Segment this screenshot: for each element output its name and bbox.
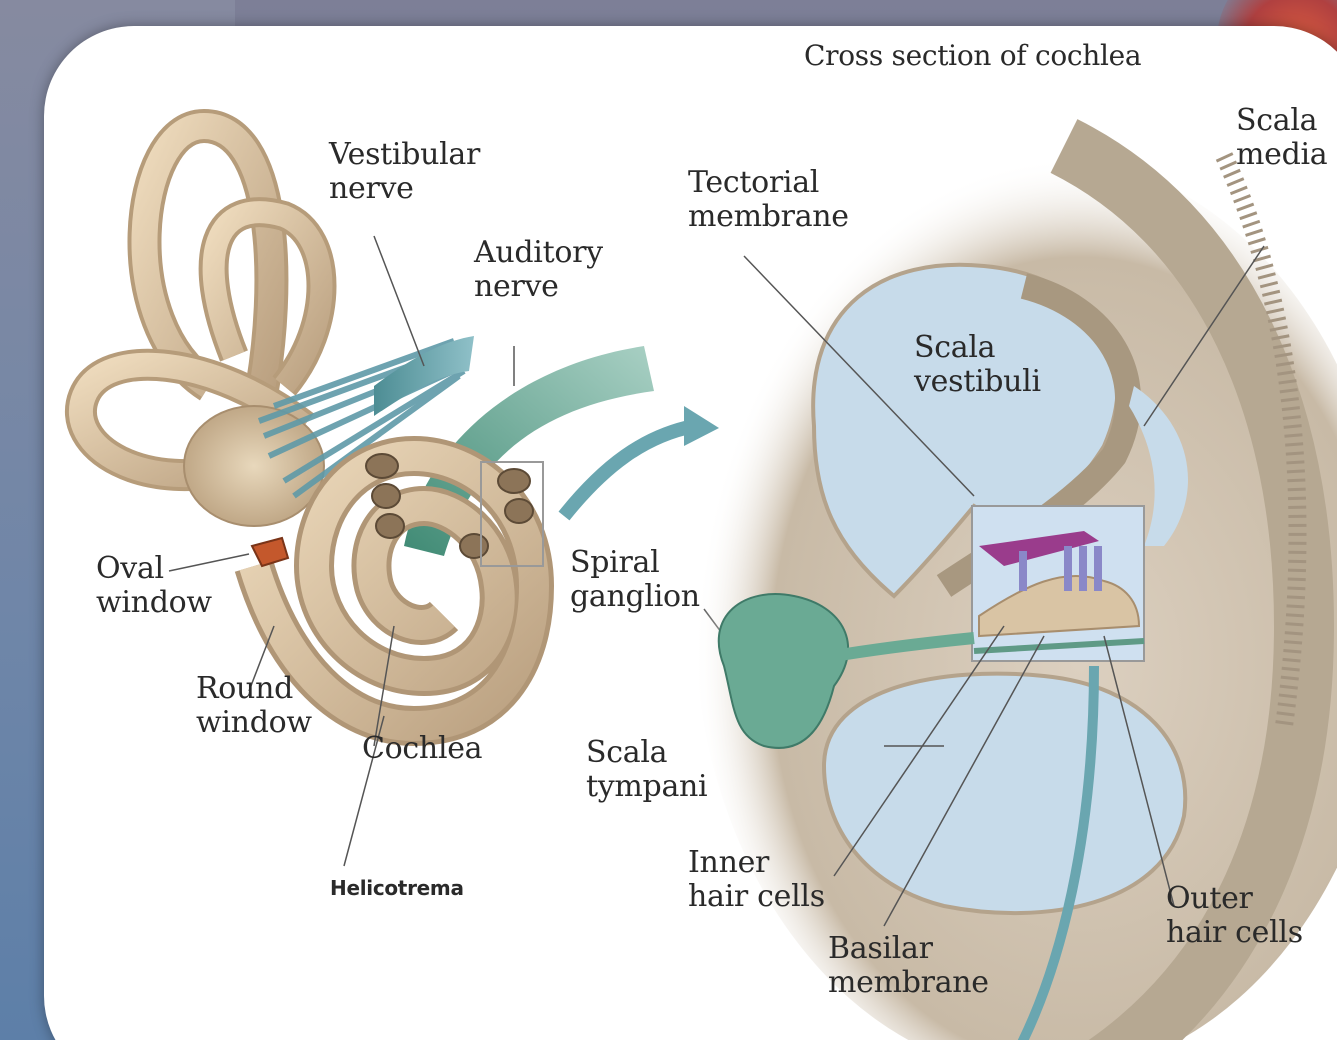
label-vestibular-nerve: Vestibular nerve — [329, 138, 480, 206]
label-basilar-membrane: Basilar membrane — [828, 932, 989, 1000]
label-helicotrema: Helicotrema — [330, 876, 464, 900]
diagram-card: Cross section of cochlea Vestibular nerv… — [44, 26, 1337, 1040]
label-inner-hair-cells: Inner hair cells — [688, 846, 825, 914]
label-scala-vestibuli: Scala vestibuli — [914, 331, 1041, 399]
label-cochlea: Cochlea — [362, 732, 482, 766]
diagram-title: Cross section of cochlea — [804, 40, 1141, 72]
label-outer-hair-cells: Outer hair cells — [1166, 882, 1303, 950]
label-tectorial-membrane: Tectorial membrane — [688, 166, 849, 234]
label-oval-window: Oval window — [96, 552, 212, 620]
label-auditory-nerve: Auditory nerve — [474, 236, 603, 304]
label-scala-media: Scala media — [1236, 104, 1327, 172]
label-spiral-ganglion: Spiral ganglion — [570, 546, 700, 614]
label-scala-tympani: Scala tympani — [586, 736, 707, 804]
label-round-window: Round window — [196, 672, 312, 740]
